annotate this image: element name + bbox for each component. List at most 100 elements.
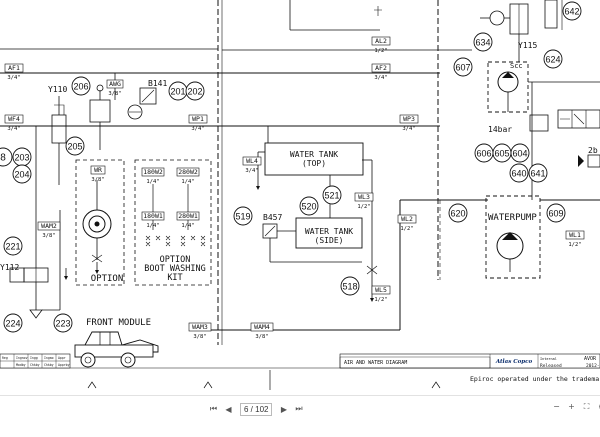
bubble-203: 203: [12, 147, 32, 167]
bubble-label: 634: [475, 38, 490, 48]
option-box-wr: [75, 159, 125, 286]
tb-modby: Modby: [16, 363, 26, 367]
bubble-label: 518: [342, 282, 357, 292]
bubble-521: 521: [322, 185, 342, 205]
page-number-field[interactable]: 6 / 102: [240, 402, 273, 416]
component-labels: Y110 B141 Y112 B457 Y115 14bar Scc 2b WA…: [0, 41, 598, 328]
label-wam2-size: 3/8": [42, 233, 55, 239]
tb-chkby: Chkby: [30, 363, 40, 367]
bubble-201: 201: [168, 81, 188, 101]
label-280w2: 280W2: [178, 168, 198, 176]
label-180w2-size: 1/4": [146, 179, 159, 185]
bubble-609: 609: [546, 203, 566, 223]
pdf-viewer-toolbar: ⏮ ◀ 6 / 102 ▶ ⏭ − + ⛶ ≡: [0, 395, 600, 437]
sheet-title: AIR AND WATER DIAGRAM: [344, 360, 407, 366]
label-b457: B457: [263, 213, 282, 222]
label-option: OPTION: [91, 274, 124, 284]
bubble-label: 520: [301, 202, 316, 212]
bubble-label: 205: [67, 142, 82, 152]
pipe-labels: AF1 3/4" AF2 3/4" AL2 1/2" WF4 3/4" WP1 …: [4, 36, 585, 340]
bubble-221: 221: [3, 236, 23, 256]
atlas-copco-logo: Atlas Copco: [495, 359, 533, 365]
label-y110: Y110: [48, 85, 67, 94]
label-wr-size: 3/8": [91, 177, 104, 183]
label-wp1: WP1: [192, 115, 204, 123]
multiline-labels: WATER TANK(TOP) WATER TANK(SIDE) OPTION …: [91, 150, 354, 284]
bubble-204: 204: [12, 164, 32, 184]
label-280w1-size: 1/4": [181, 223, 194, 229]
label-awg-size: 3/8": [108, 91, 121, 97]
label-wp3: WP3: [403, 115, 415, 123]
label-wl3-size: 1/2": [357, 204, 370, 210]
label-wam4: WAM4: [254, 323, 270, 331]
label-wp3-size: 3/4": [402, 126, 415, 132]
bubble-label: 203: [14, 153, 29, 163]
bubble-label: 201: [170, 87, 185, 97]
label-y112: Y112: [0, 263, 19, 272]
prev-page-icon[interactable]: ◀: [225, 404, 232, 414]
bubble-label: 605: [494, 149, 509, 159]
bubble-label: 606: [476, 149, 491, 159]
bubble-605: 605: [492, 143, 512, 163]
bubble-label: 641: [530, 169, 545, 179]
label-water-tank-top: WATER TANK(TOP): [290, 150, 338, 168]
hydraulic-schematic: AF1 3/4" AF2 3/4" AL2 1/2" WF4 3/4" WP1 …: [0, 0, 600, 390]
label-b141: B141: [148, 79, 167, 88]
boot-washing-nozzles: [145, 184, 206, 247]
last-page-icon[interactable]: ⏭: [295, 404, 303, 413]
label-water-pump: WATERPUMP: [488, 213, 537, 223]
bubble-label: 519: [235, 212, 250, 222]
fullscreen-icon[interactable]: ⛶: [583, 401, 590, 411]
bubble-620: 620: [448, 203, 468, 223]
label-wl2-size: 1/2": [400, 226, 413, 232]
label-wl1-size: 1/2": [568, 242, 581, 248]
pressure-gauge: [127, 104, 143, 120]
label-2b: 2b: [588, 146, 598, 155]
compressor-box: [487, 61, 529, 113]
menu-icon[interactable]: ≡: [596, 401, 600, 412]
label-wam3-size: 3/8": [193, 334, 206, 340]
bubble-206: 206: [71, 76, 91, 96]
bubble-label: 640: [511, 169, 526, 179]
zoom-in-icon[interactable]: +: [568, 402, 575, 411]
label-wam2: WAM2: [41, 222, 57, 230]
label-wam4-size: 3/8": [255, 334, 268, 340]
first-page-icon[interactable]: ⏮: [209, 404, 218, 413]
label-af2-size: 3/4": [374, 75, 387, 81]
bubble-label: 609: [548, 209, 563, 219]
tb-reg: Reg: [2, 356, 8, 360]
page-navigator: ⏮ ◀ 6 / 102 ▶ ⏭: [206, 401, 306, 417]
label-pressure: 14bar: [488, 125, 512, 134]
label-wl5-size: 1/2": [374, 297, 387, 303]
viewer-tools: − + ⛶ ≡: [549, 401, 600, 412]
zoom-out-icon[interactable]: −: [553, 402, 560, 411]
label-al2: AL2: [375, 37, 387, 45]
label-awg: AWG: [109, 80, 121, 88]
bubble-520: 520: [299, 196, 319, 216]
label-af1: AF1: [8, 64, 20, 72]
next-page-icon[interactable]: ▶: [280, 404, 288, 414]
tb-ingnov: Ingnov: [16, 356, 28, 360]
label-water-tank-side: WATER TANK(SIDE): [305, 227, 353, 245]
label-wl4-size: 3/4": [245, 168, 258, 174]
diagram-sheet: AF1 3/4" AF2 3/4" AL2 1/2" WF4 3/4" WP1 …: [0, 0, 600, 390]
bubble-606: 606: [474, 143, 494, 163]
tb-apprby: Apprby: [58, 363, 70, 367]
bubble-223: 223: [53, 313, 73, 333]
label-af1-size: 3/4": [7, 75, 20, 81]
bubble-label: 521: [324, 191, 339, 201]
label-180w1: 180W1: [143, 212, 163, 220]
y110-valve-block: [89, 99, 111, 123]
bubble-518: 518: [340, 276, 360, 296]
label-scc: Scc: [510, 62, 523, 70]
pressure-valve: [529, 114, 549, 132]
y110-solenoid: [51, 114, 67, 144]
bubble-604: 604: [510, 143, 530, 163]
bubble-8: 8: [0, 147, 13, 167]
bubble-624: 624: [543, 49, 563, 69]
tb-right-mid: Internal: [540, 357, 557, 361]
label-wr: WR: [94, 166, 102, 174]
bubble-label: 607: [455, 63, 470, 73]
bubble-label: 204: [14, 170, 29, 180]
